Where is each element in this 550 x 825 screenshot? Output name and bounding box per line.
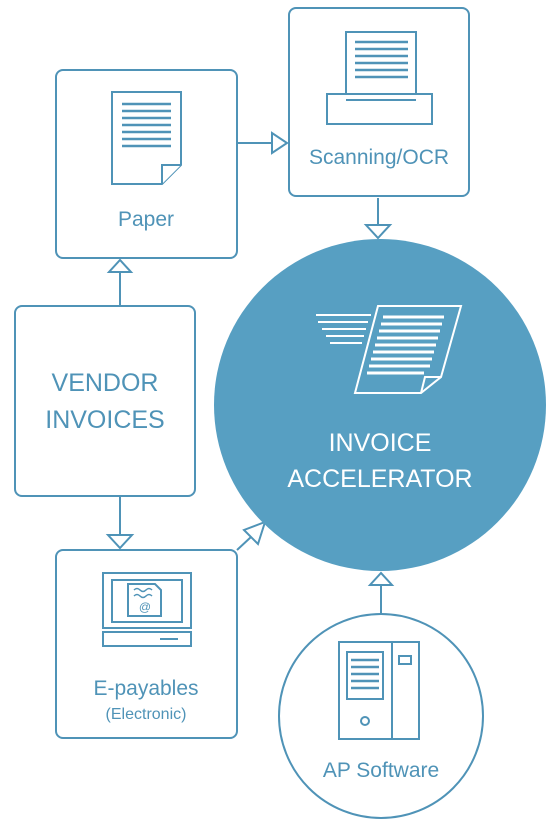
scanning-ocr-node: Scanning/OCR [288,7,470,197]
invoice-accelerator-label-line1: INVOICE [329,429,432,457]
fast-document-icon [316,305,463,394]
scanner-icon [326,31,433,125]
computer-icon: @ [102,572,192,647]
document-icon [111,91,182,185]
server-icon [338,641,420,740]
arrowhead-accelerator-diagonal [242,520,267,546]
vendor-invoices-label-line2: INVOICES [45,406,164,434]
paper-label: Paper [118,208,174,231]
invoice-accelerator-circle [214,239,546,571]
arrowhead-epayables [105,534,135,550]
vendor-invoices-node: VENDOR INVOICES [14,305,196,497]
epayables-label: E-payables [93,677,198,700]
vendor-invoices-label-line1: VENDOR [52,369,159,397]
invoice-accelerator-node: INVOICE ACCELERATOR [214,239,546,571]
arrowhead-scanning [271,131,289,155]
arrowhead-accelerator-top [363,224,393,240]
invoice-accelerator-label-line2: ACCELERATOR [287,465,472,493]
paper-node: Paper [55,69,238,259]
ap-software-node: AP Software [278,613,484,819]
connectors [105,131,395,618]
connector-epayables-to-accelerator [236,536,252,551]
arrowhead-accelerator-bottom [367,571,395,586]
arrowhead-paper [106,258,134,273]
epayables-sublabel: (Electronic) [106,706,187,723]
vendor-invoices-box [14,305,196,497]
svg-text:@: @ [139,600,151,614]
scanning-ocr-label: Scanning/OCR [309,146,449,169]
ap-software-label: AP Software [323,759,439,782]
epayables-node: @ E-payables (Electronic) [55,549,238,739]
